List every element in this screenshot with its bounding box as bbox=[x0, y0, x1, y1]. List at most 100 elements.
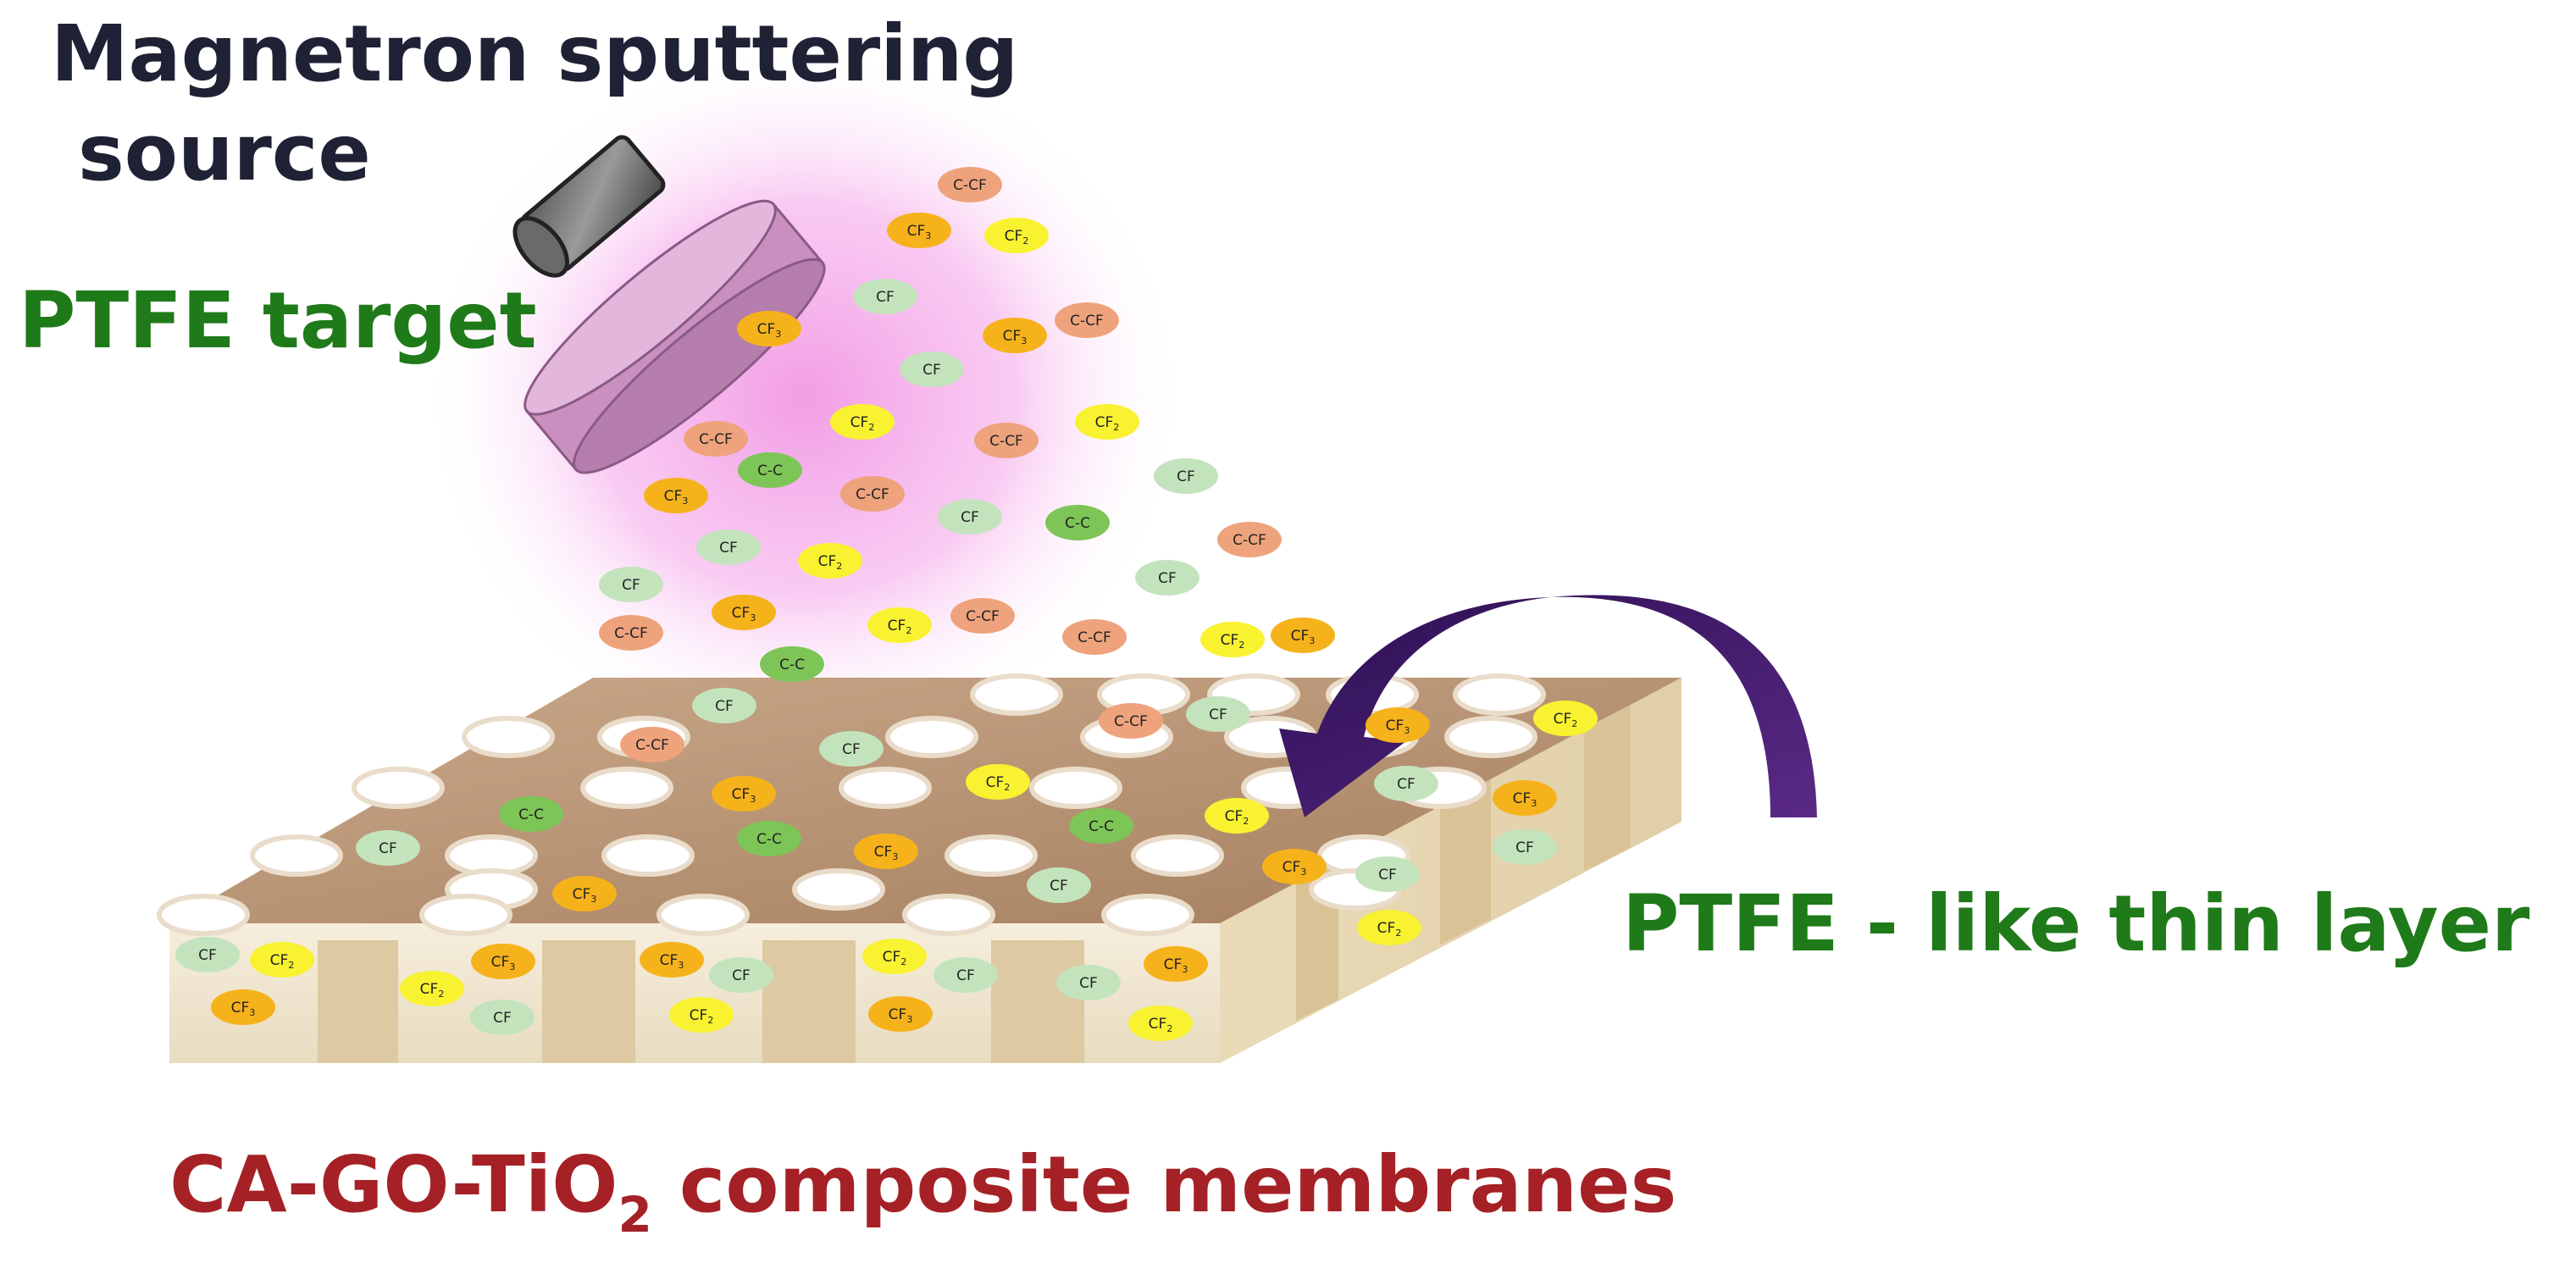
species-ellipse bbox=[1200, 622, 1265, 657]
species-ellipse bbox=[938, 499, 1002, 535]
species-label: CF2 bbox=[690, 1007, 714, 1026]
species-label: CF bbox=[1515, 839, 1534, 856]
species-cf2: CF2 bbox=[1200, 622, 1265, 657]
species-subscript: 3 bbox=[1404, 725, 1410, 736]
species-cf2: CF2 bbox=[400, 971, 464, 1006]
species-subscript: 2 bbox=[868, 422, 874, 433]
species-label: C-CF bbox=[614, 625, 648, 642]
species-ellipse bbox=[1154, 458, 1218, 494]
membrane-label-suffix: composite membranes bbox=[652, 1139, 1676, 1230]
species-c-cf: C-CF bbox=[1099, 703, 1163, 739]
species-cf: CF bbox=[692, 688, 756, 723]
species-label: CF3 bbox=[1513, 790, 1537, 809]
species-cf2: CF2 bbox=[1128, 1005, 1193, 1041]
species-ellipse bbox=[798, 543, 862, 579]
species-cf: CF bbox=[1027, 867, 1091, 903]
species-cf3: CF3 bbox=[211, 989, 275, 1025]
species-label: CF3 bbox=[1003, 328, 1028, 346]
species-label: C-CF bbox=[1070, 313, 1104, 330]
species-cf3: CF3 bbox=[644, 478, 708, 513]
species-ellipse bbox=[712, 776, 776, 812]
species-ellipse bbox=[1355, 856, 1420, 892]
species-c-cf: C-CF bbox=[974, 423, 1039, 458]
species-cf3: CF3 bbox=[1493, 780, 1557, 816]
species-label: CF2 bbox=[420, 981, 445, 1000]
source-label-line2: source bbox=[78, 108, 371, 198]
species-cf: CF bbox=[1186, 696, 1250, 732]
species-ellipse bbox=[644, 478, 708, 513]
species-ellipse bbox=[1357, 910, 1421, 945]
species-ellipse bbox=[900, 352, 964, 387]
species-cf2: CF2 bbox=[984, 218, 1049, 253]
species-c-c: C-C bbox=[499, 796, 563, 832]
species-label: CF bbox=[842, 741, 861, 758]
species-c-cf: C-CF bbox=[840, 476, 905, 512]
species-ellipse bbox=[933, 957, 998, 993]
species-ellipse bbox=[840, 476, 905, 512]
pore bbox=[157, 894, 250, 936]
species-ellipse bbox=[1099, 703, 1163, 739]
species-ellipse bbox=[867, 607, 932, 643]
species-cf3: CF3 bbox=[854, 834, 918, 869]
species-label: C-CF bbox=[699, 431, 733, 448]
species-ellipse bbox=[983, 318, 1047, 353]
species-ellipse bbox=[1493, 829, 1557, 865]
species-cf3: CF3 bbox=[471, 944, 535, 979]
pore bbox=[885, 716, 978, 758]
species-label: CF2 bbox=[883, 949, 907, 967]
species-label: CF3 bbox=[660, 952, 684, 971]
species-label: CF bbox=[1378, 867, 1397, 884]
species-subscript: 3 bbox=[590, 894, 596, 905]
species-cf2: CF2 bbox=[1205, 798, 1269, 834]
species-subscript: 3 bbox=[750, 612, 756, 623]
species-cf3: CF3 bbox=[1262, 849, 1327, 884]
species-subscript: 2 bbox=[906, 625, 911, 636]
pore bbox=[580, 767, 673, 809]
species-subscript: 3 bbox=[750, 794, 756, 805]
species-ellipse bbox=[938, 167, 1002, 202]
species-subscript: 2 bbox=[1004, 782, 1010, 793]
species-c-cf: C-CF bbox=[938, 167, 1002, 202]
species-subscript: 3 bbox=[906, 1014, 912, 1025]
species-subscript: 3 bbox=[1309, 635, 1315, 646]
pore bbox=[839, 767, 932, 809]
species-cf: CF bbox=[819, 731, 884, 767]
species-ellipse bbox=[854, 834, 918, 869]
source-label-line1: Magnetron sputtering bbox=[51, 8, 1018, 99]
species-label: C-CF bbox=[856, 486, 889, 503]
species-cf3: CF3 bbox=[887, 213, 951, 248]
species-label: CF3 bbox=[1291, 628, 1316, 646]
pore bbox=[462, 716, 555, 758]
species-cf: CF bbox=[1154, 458, 1218, 494]
species-label: C-CF bbox=[1077, 629, 1111, 646]
species-cf3: CF3 bbox=[1366, 707, 1430, 743]
species-label: CF2 bbox=[986, 774, 1011, 793]
species-label: CF3 bbox=[573, 886, 597, 905]
species-cf3: CF3 bbox=[712, 595, 776, 630]
species-ellipse bbox=[712, 595, 776, 630]
species-ellipse bbox=[1027, 867, 1091, 903]
species-c-c: C-C bbox=[1069, 808, 1133, 844]
species-subscript: 3 bbox=[1531, 798, 1537, 809]
species-ellipse bbox=[696, 529, 761, 565]
species-ellipse bbox=[1069, 808, 1133, 844]
species-subscript: 3 bbox=[775, 329, 781, 340]
species-cf2: CF2 bbox=[250, 942, 314, 978]
species-ellipse bbox=[737, 821, 801, 856]
species-label: CF3 bbox=[732, 786, 756, 805]
species-subscript: 3 bbox=[925, 230, 931, 241]
species-label: CF bbox=[622, 577, 640, 594]
pore bbox=[1131, 834, 1224, 877]
species-ellipse bbox=[738, 452, 802, 488]
species-label: CF3 bbox=[732, 605, 756, 623]
species-label: C-CF bbox=[953, 177, 987, 194]
species-cf2: CF2 bbox=[862, 939, 927, 974]
species-label: CF3 bbox=[491, 954, 516, 972]
species-label: CF bbox=[956, 967, 975, 984]
species-label: C-C bbox=[1089, 818, 1114, 835]
species-label: CF3 bbox=[231, 1000, 256, 1018]
species-subscript: 3 bbox=[682, 496, 688, 507]
species-subscript: 2 bbox=[1113, 422, 1119, 433]
species-ellipse bbox=[887, 213, 951, 248]
species-label: CF bbox=[379, 840, 397, 857]
